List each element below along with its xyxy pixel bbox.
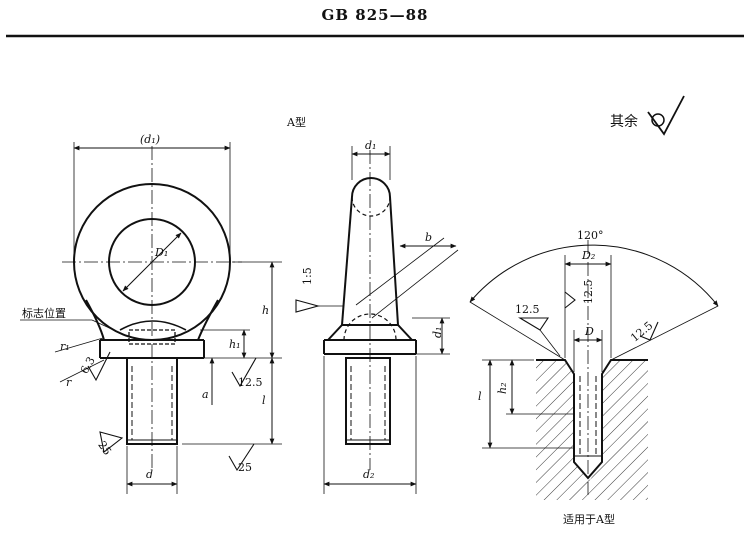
roughness-25-b-symbol: [228, 443, 255, 472]
label-D1: D₁: [154, 246, 168, 259]
type-a-label: A型: [286, 115, 306, 129]
label-l-tap: l: [478, 390, 482, 403]
label-d2: d₂: [363, 468, 374, 481]
label-d1-side: d₁: [431, 327, 444, 338]
roughness-12.5-d2: 12.5: [582, 280, 595, 305]
roughness-12.5-left: 12.5: [515, 303, 540, 316]
label-r1: r₁: [60, 340, 70, 353]
label-d: d: [146, 468, 153, 481]
roughness-12.5-front: 12.5: [238, 376, 263, 389]
front-view: [20, 142, 282, 494]
applies-to-label: 适用于A型: [563, 512, 615, 526]
label-taper: 1:5: [301, 267, 314, 285]
roughness-6.3: 6.3: [78, 355, 98, 377]
label-h1: h₁: [229, 338, 241, 351]
angle-label: 120°: [577, 229, 604, 242]
side-view: [295, 146, 459, 494]
roughness-25-b: 25: [238, 461, 252, 474]
label-D2: D₂: [581, 249, 595, 262]
label-b: b: [425, 231, 432, 244]
roughness-25-a: 25: [95, 439, 114, 458]
roughness-12.5-front-symbol: [231, 357, 257, 388]
label-a: a: [202, 388, 209, 401]
mark-position-label: 标志位置: [22, 306, 66, 320]
label-d1-paren: (d₁): [140, 133, 160, 146]
label-d1-side-top: d₁: [365, 139, 376, 152]
standard-number: GB 825—88: [321, 6, 429, 24]
other-surfaces-label: 其余: [610, 113, 638, 130]
label-D: D: [584, 325, 594, 338]
label-r: r: [66, 376, 72, 389]
roughness-6.3-symbol: [87, 351, 111, 382]
roughness-25-a-symbol: [99, 431, 124, 453]
label-h2: h₂: [496, 383, 509, 395]
label-h: h: [262, 304, 269, 317]
general-roughness-symbol: [647, 95, 685, 136]
label-l-front: l: [262, 394, 266, 407]
roughness-12.5-right: 12.5: [628, 319, 655, 345]
tapped-hole-view: [469, 240, 719, 500]
